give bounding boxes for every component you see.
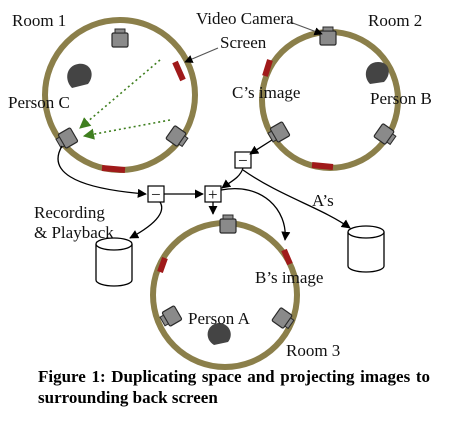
a-image-label: A’s	[312, 191, 334, 210]
video-camera-label: Video Camera	[196, 9, 294, 28]
recording-cylinder-left	[95, 237, 133, 287]
room1-camera-to-minus	[57, 145, 147, 198]
room-2-screen-left	[262, 59, 273, 77]
b-image-label: B’s image	[255, 268, 323, 287]
plus-box-sign: +	[208, 185, 218, 204]
c-image-label: C’s image	[232, 83, 300, 102]
person-c-marker	[67, 63, 92, 88]
dotted-arrow-from-right	[82, 119, 171, 140]
room-1-screen-bottom	[101, 165, 126, 173]
room-1-screen-right	[172, 60, 186, 82]
room3-to-a-storage	[242, 169, 351, 229]
dotted-arrow-from-top-right	[79, 59, 161, 129]
room-1-camera-left	[53, 126, 79, 152]
recording-cylinder-right	[347, 225, 385, 273]
room-1-camera-top	[111, 28, 129, 48]
video-camera-callout	[289, 21, 323, 36]
room-3-label: Room 3	[286, 341, 340, 360]
room-3-camera-top	[219, 214, 237, 234]
person-c-label: Person C	[8, 93, 70, 112]
recording-label-line1: Recording	[34, 203, 105, 222]
minus-box-room2-sign: −	[238, 151, 248, 170]
room2-camera-to-minus	[249, 139, 273, 155]
room-2-label: Room 2	[368, 11, 422, 30]
room-1-label: Room 1	[12, 11, 66, 30]
screen-label: Screen	[220, 33, 267, 52]
room-3-screen-right	[281, 248, 293, 266]
storage-to-minus	[129, 201, 163, 239]
minus-box-room1-sign: −	[151, 185, 161, 204]
room-3-ring	[150, 220, 300, 370]
room-3-screen-left	[157, 256, 168, 274]
person-a-label: Person A	[188, 309, 251, 328]
room-2-screen-bottom	[311, 162, 334, 170]
screen-callout	[184, 47, 219, 63]
room2-minus-to-plus	[221, 167, 244, 189]
person-a-marker	[207, 323, 231, 345]
figure-caption: Figure 1: Duplicating space and projecti…	[38, 367, 430, 407]
person-b-label: Person B	[370, 89, 432, 108]
plus-to-room3-screen	[220, 188, 291, 241]
person-b-marker	[365, 62, 389, 84]
recording-label-line2: & Playback	[34, 223, 114, 242]
